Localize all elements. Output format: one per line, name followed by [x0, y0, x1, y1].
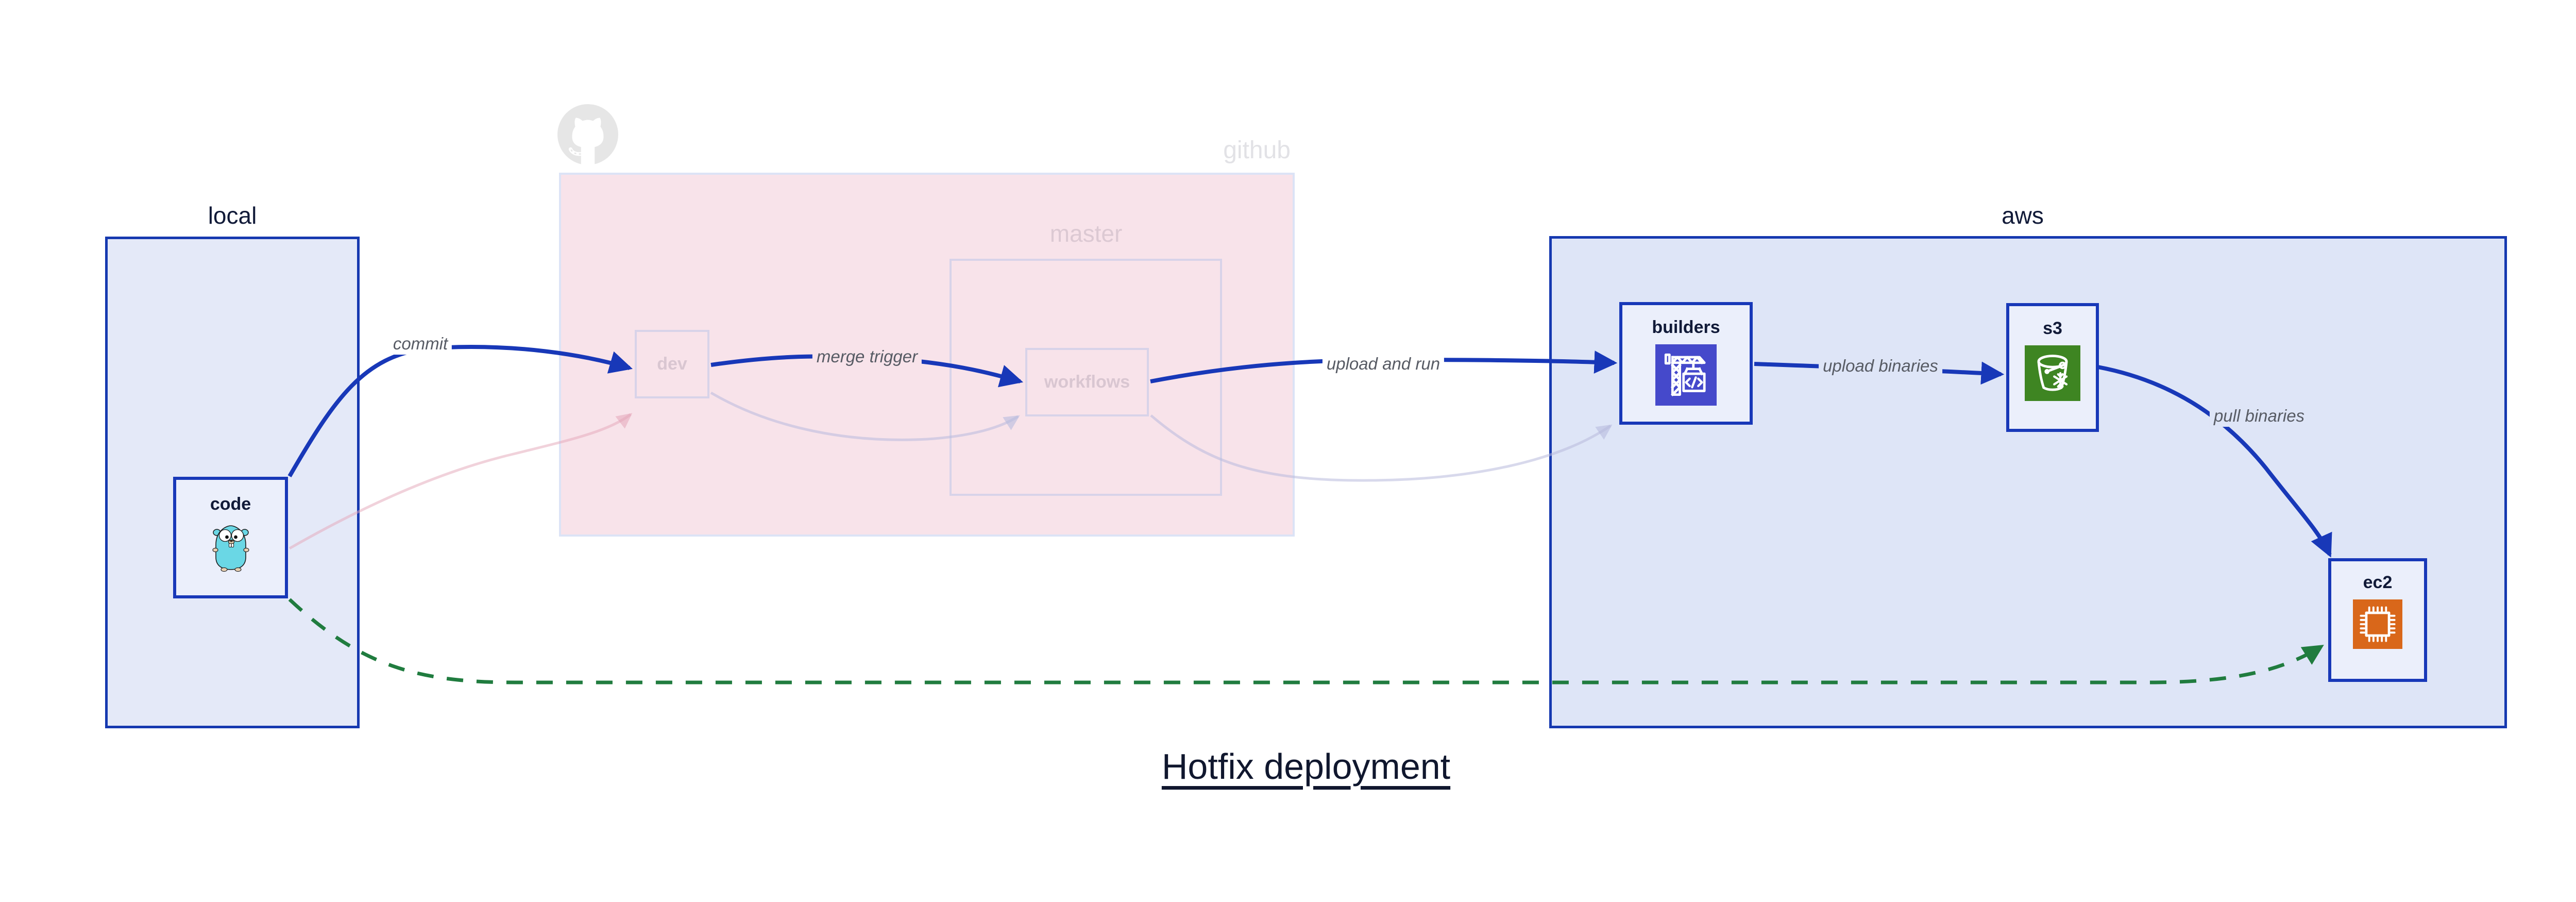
- node-builders: builders: [1619, 302, 1753, 425]
- node-s3: s3: [2006, 303, 2099, 432]
- aws-s3-glacier-bucket-icon: [2025, 345, 2080, 404]
- diagram-title: Hotfix deployment: [1161, 746, 1451, 787]
- edge-label-upload-binaries: upload binaries: [1819, 355, 1942, 377]
- region-github-label: github: [1223, 137, 1291, 164]
- node-code-label: code: [210, 494, 251, 514]
- region-local-label: local: [208, 202, 257, 229]
- edge-label-pull-binaries: pull binaries: [2209, 405, 2309, 427]
- go-gopher-icon: [212, 521, 249, 575]
- github-octocat-icon: [556, 103, 619, 169]
- node-s3-label: s3: [2043, 319, 2062, 338]
- node-ec2-label: ec2: [2363, 573, 2393, 592]
- node-builders-label: builders: [1652, 318, 1720, 337]
- edge-label-upload-and-run: upload and run: [1322, 353, 1445, 375]
- node-ec2: ec2: [2328, 558, 2427, 682]
- node-dev-label: dev: [657, 354, 687, 374]
- region-aws-label: aws: [2002, 202, 2044, 229]
- edge-label-merge-trigger: merge trigger: [812, 346, 922, 368]
- node-workflows-label: workflows: [1044, 372, 1130, 392]
- node-workflows: workflows: [1025, 348, 1149, 416]
- node-dev: dev: [635, 330, 709, 398]
- aws-codebuild-crane-icon: [1655, 344, 1717, 408]
- region-master-label: master: [1049, 220, 1123, 247]
- node-code: code: [173, 477, 288, 598]
- edge-label-commit: commit: [388, 333, 452, 355]
- aws-ec2-chip-icon: [2353, 599, 2402, 652]
